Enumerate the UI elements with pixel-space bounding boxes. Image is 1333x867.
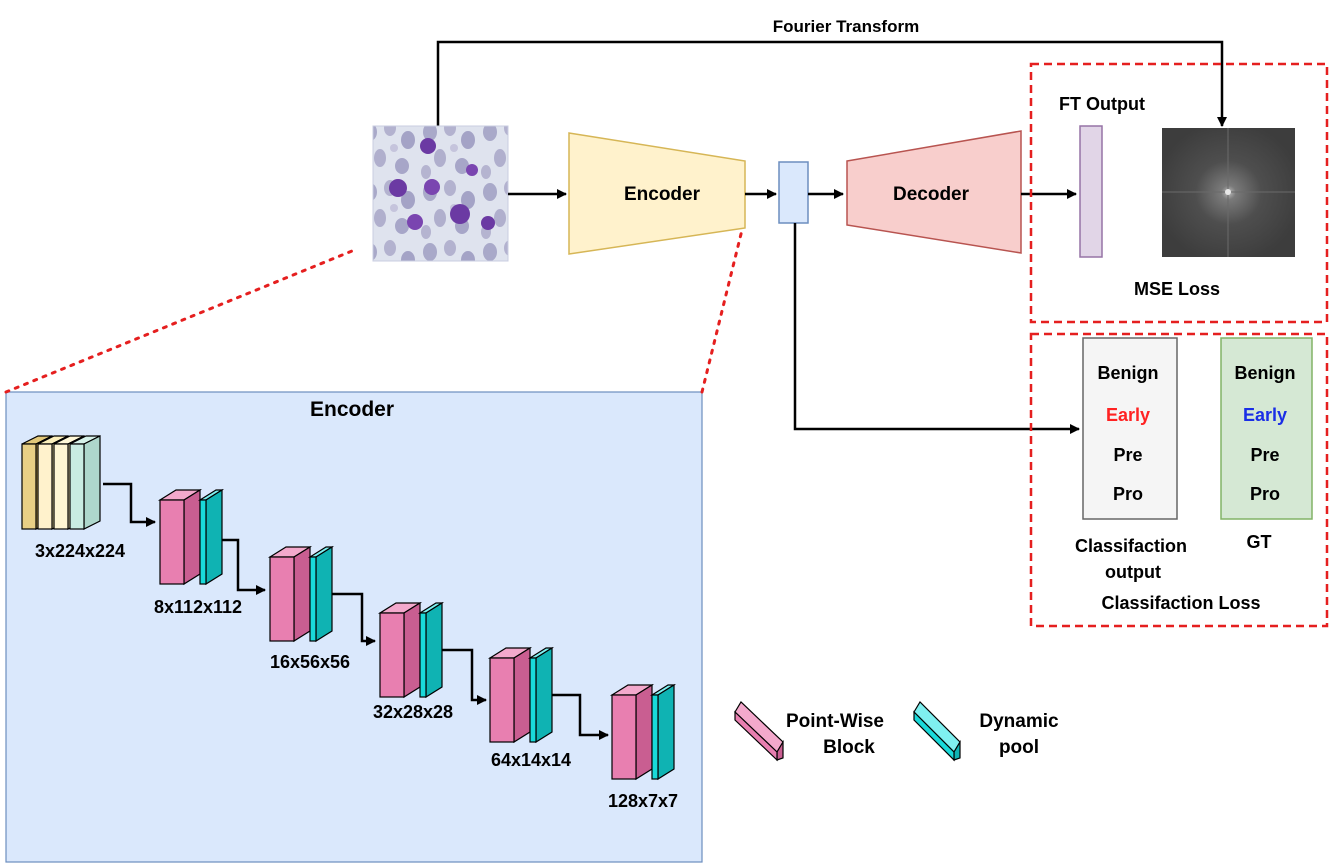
output-class-pre: Pre xyxy=(1113,445,1142,465)
stage-6-dims: 128x7x7 xyxy=(608,791,678,811)
ground-truth-caption: GT xyxy=(1247,532,1272,552)
stage-3-block xyxy=(267,545,335,643)
zoom-line-right xyxy=(700,228,744,394)
zoom-line-left xyxy=(4,249,354,394)
stage-4-to-5-arrow xyxy=(442,648,487,705)
ft-output-bar xyxy=(1079,125,1103,258)
gt-class-pro: Pro xyxy=(1250,484,1280,504)
output-class-early: Early xyxy=(1106,405,1150,425)
mse-loss-label: MSE Loss xyxy=(1134,279,1220,299)
output-class-benign: Benign xyxy=(1098,363,1159,383)
stage-5-dims: 64x14x14 xyxy=(491,750,571,770)
stage-2-to-3-arrow xyxy=(222,538,266,595)
stage-3-dims: 16x56x56 xyxy=(270,652,350,672)
fourier-transform-label: Fourier Transform xyxy=(773,17,919,36)
output-class-pro: Pro xyxy=(1113,484,1143,504)
fourier-spectrum-image xyxy=(1162,128,1295,257)
stage-5-block xyxy=(487,646,555,744)
legend-pointwise-line2: Block xyxy=(823,737,875,758)
ft-output-label: FT Output xyxy=(1059,94,1145,114)
stage-2-block xyxy=(157,488,225,586)
encoder-block xyxy=(568,132,746,255)
stage-2-dims: 8x112x112 xyxy=(154,597,242,617)
gt-class-pre: Pre xyxy=(1250,445,1279,465)
decoder-label: Decoder xyxy=(893,184,970,205)
fourier-transform-arrow xyxy=(436,40,1227,145)
classification-output-box xyxy=(1082,337,1178,520)
legend-pointwise-line1: Point-Wise xyxy=(786,711,884,732)
stage-5-to-6-arrow xyxy=(552,693,609,740)
ground-truth-box xyxy=(1220,337,1313,520)
stage-4-block xyxy=(377,601,445,699)
classification-loss-region xyxy=(1029,332,1329,628)
classification-output-caption-line1: Classifaction xyxy=(1075,536,1187,556)
classification-output-caption-line2: output xyxy=(1105,562,1161,582)
stage-4-dims: 32x28x28 xyxy=(373,702,453,722)
latent-to-classifier-arrow xyxy=(793,223,1080,434)
gt-class-early: Early xyxy=(1243,405,1287,425)
legend-dynamic-line2: pool xyxy=(999,737,1039,758)
stage-1-to-2-arrow xyxy=(103,482,156,527)
encoder-detail-panel xyxy=(5,391,703,863)
stage-6-block xyxy=(609,683,677,781)
stage-input-block xyxy=(21,435,101,530)
encoder-label: Encoder xyxy=(624,184,701,205)
legend-dynamic-line1: Dynamic xyxy=(979,711,1059,732)
mse-loss-region xyxy=(1029,62,1329,324)
encoder-stage-stack: 3x224x224 8x112x112 16x56x56 xyxy=(21,435,678,811)
decoder-block xyxy=(846,130,1022,254)
latent-vector xyxy=(778,161,809,224)
blood-smear-microscopy-image xyxy=(372,125,509,262)
gt-class-benign: Benign xyxy=(1235,363,1296,383)
legend-dynamic-pool-icon xyxy=(913,701,961,762)
classification-loss-label: Classifaction Loss xyxy=(1101,593,1260,613)
legend-pointwise-block-icon xyxy=(734,701,784,762)
encoder-detail-title: Encoder xyxy=(310,398,394,421)
stage-1-dims: 3x224x224 xyxy=(35,541,125,561)
stage-3-to-4-arrow xyxy=(332,592,376,646)
